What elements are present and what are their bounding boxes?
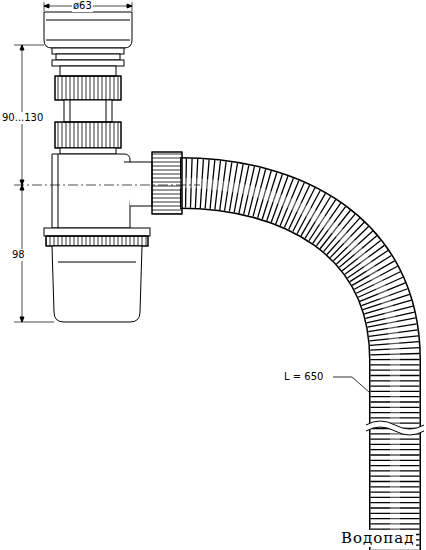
brand-logo: Водопад (340, 530, 416, 547)
dimension-label: ø63 (72, 0, 93, 12)
dimension-label: 98 (11, 249, 26, 261)
dimension-label: 90...130 (1, 112, 44, 124)
length-label: L = 650 (283, 371, 324, 383)
